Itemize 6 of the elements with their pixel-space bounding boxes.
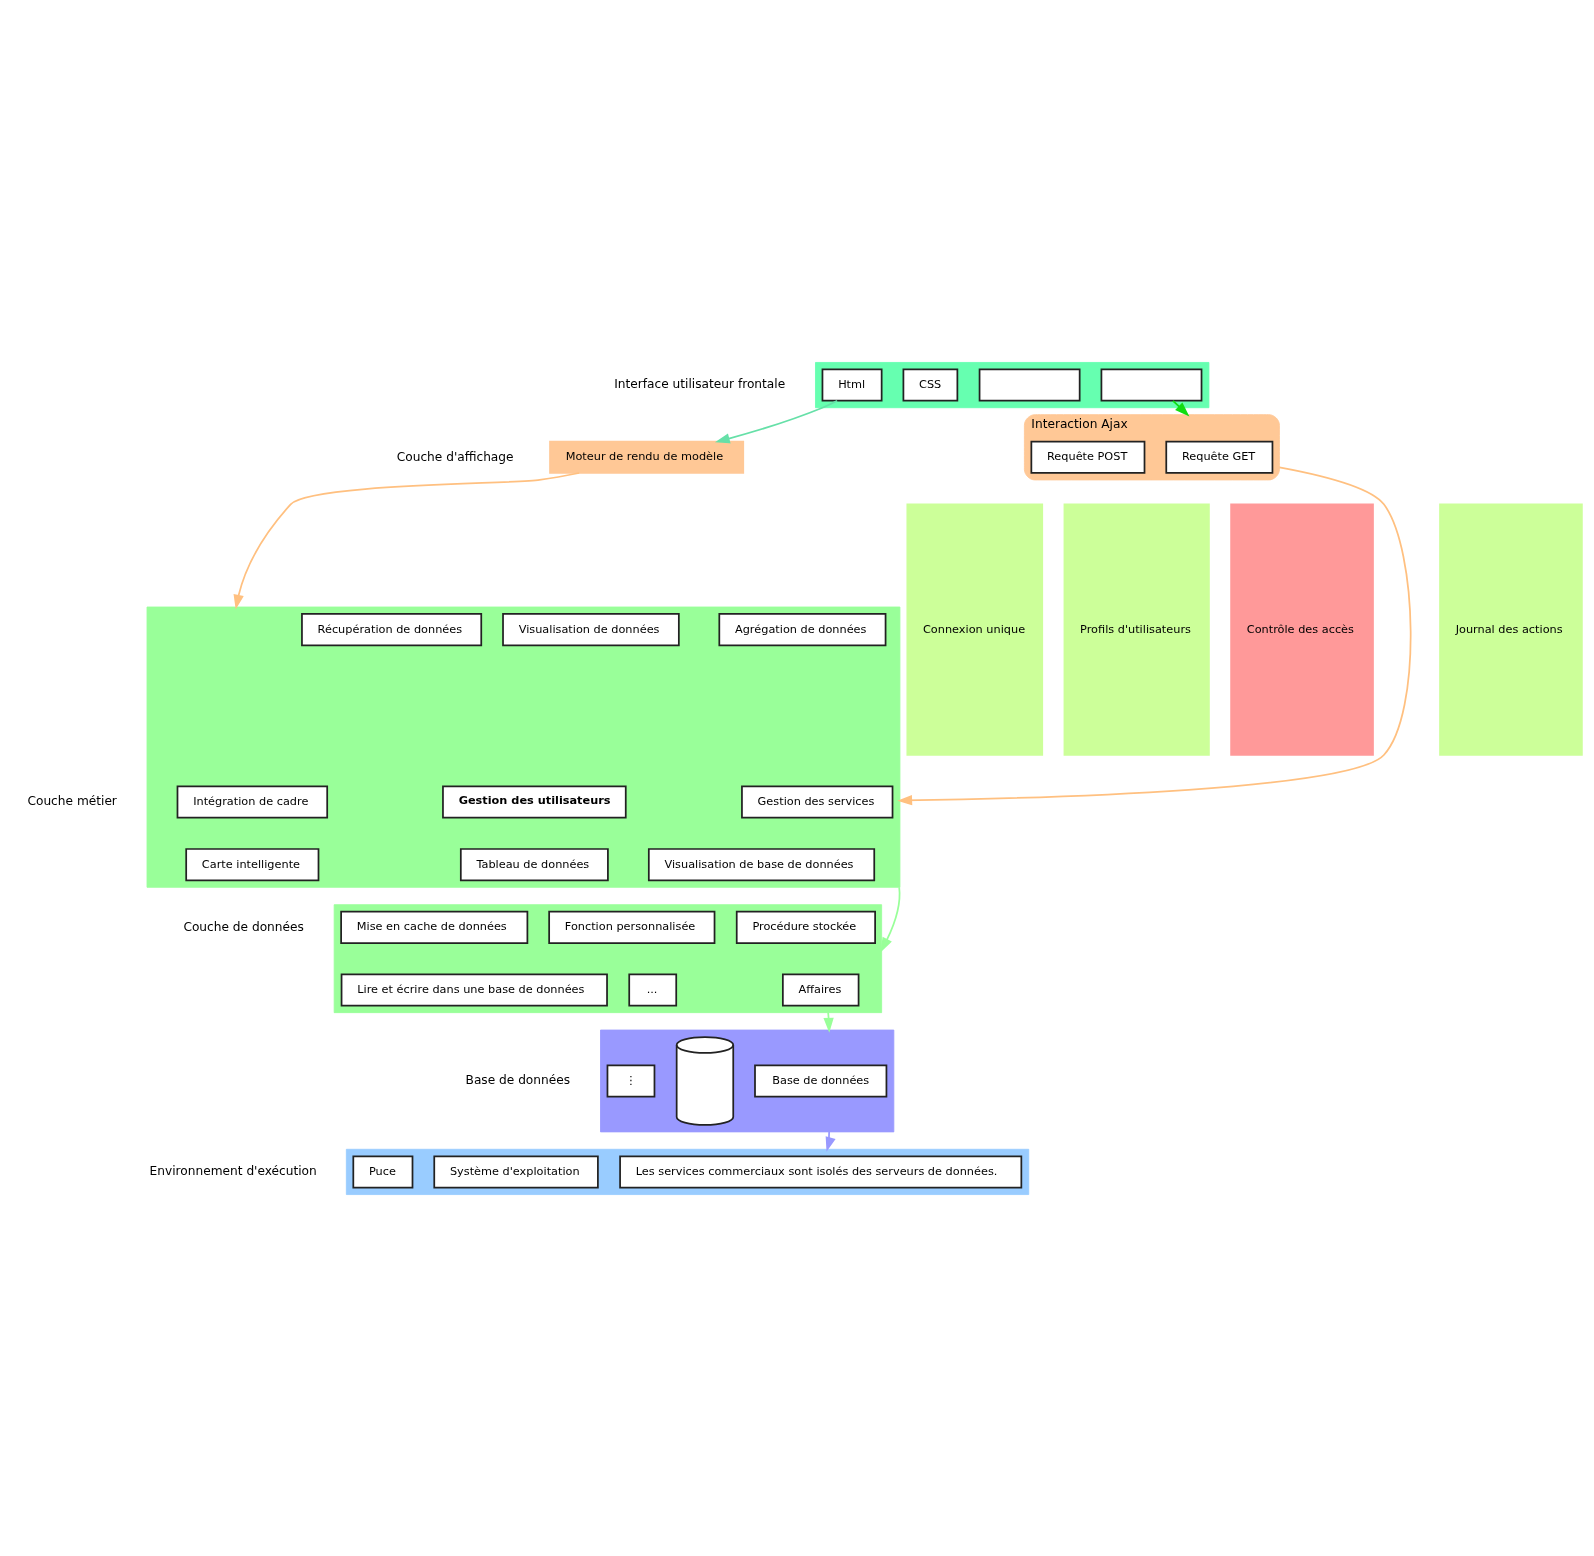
label: Environnement d'exécution <box>149 1163 317 1178</box>
label: Couche de données <box>183 919 304 934</box>
label: Couche d'affichage <box>396 449 514 464</box>
label: Interface utilisateur frontale <box>614 376 786 391</box>
label: Base de données <box>465 1072 571 1087</box>
label: Couche métier <box>27 793 117 808</box>
